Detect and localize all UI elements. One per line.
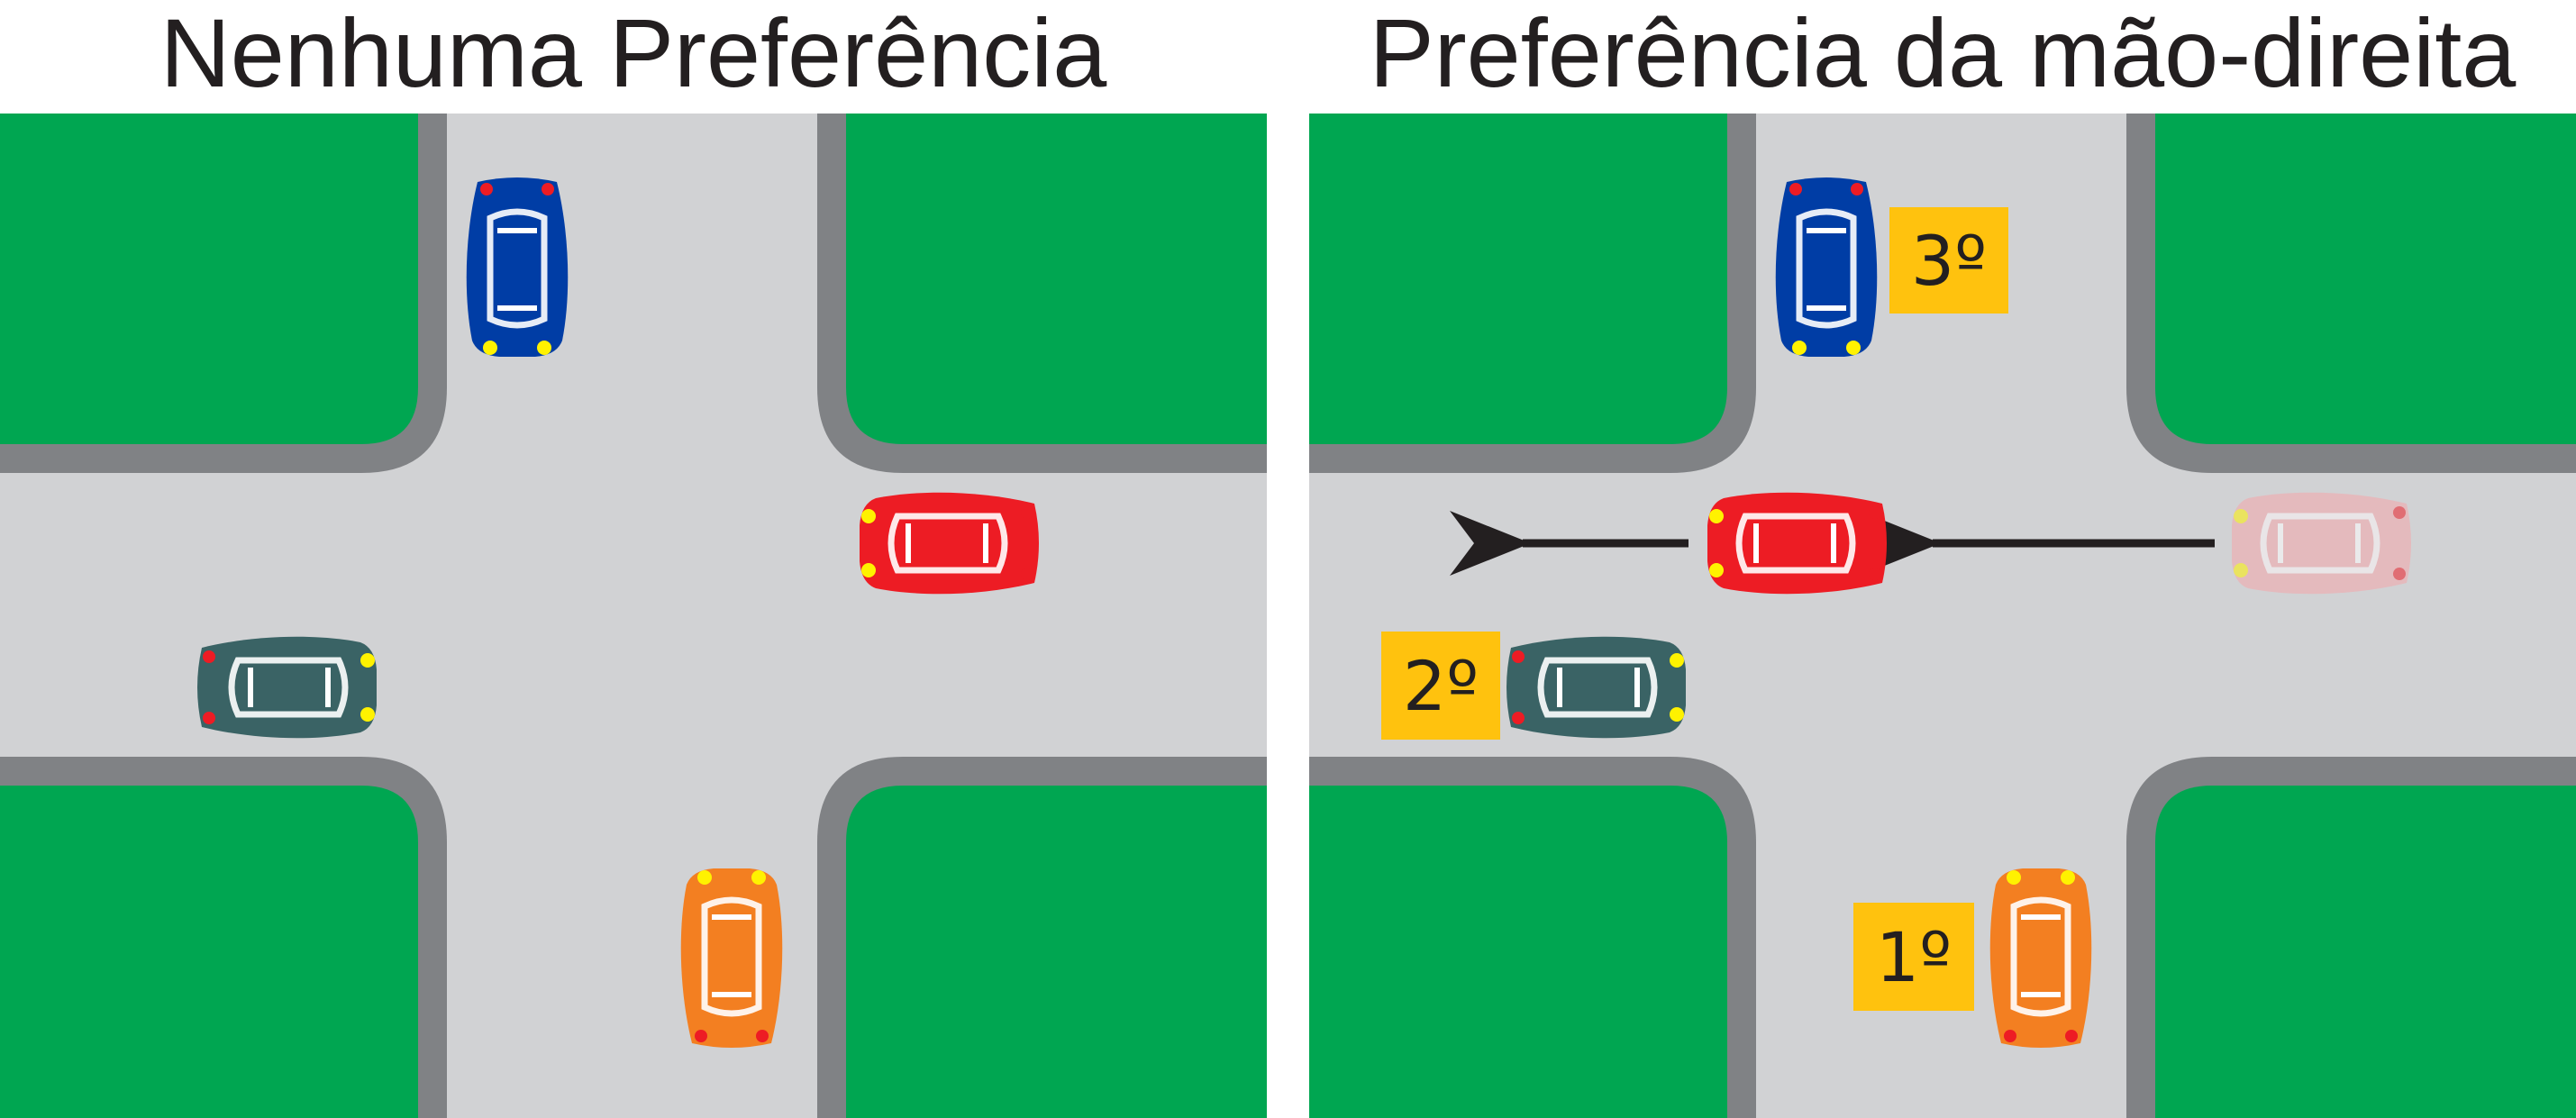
orange-car xyxy=(681,868,783,1048)
teal-car xyxy=(1506,637,1686,739)
order-label-third: 3º xyxy=(1889,207,2008,314)
red-car-ghost xyxy=(2232,493,2411,595)
left-intersection xyxy=(0,114,1267,1118)
red-car xyxy=(1707,493,1887,595)
red-car xyxy=(860,493,1039,595)
right-intersection: 3º 2º 1º xyxy=(1309,114,2576,1118)
order-label-first: 1º xyxy=(1853,903,1974,1011)
order-label-third-text: 3º xyxy=(1911,221,1987,301)
orange-car xyxy=(1990,868,2092,1048)
order-label-second-text: 2º xyxy=(1403,646,1479,726)
grass-block-top-left xyxy=(1309,114,1756,473)
grass-block-bottom-left xyxy=(0,757,447,1118)
order-label-second: 2º xyxy=(1381,632,1500,740)
blue-car xyxy=(1776,177,1878,357)
grass-block-bottom-left xyxy=(1309,757,1756,1118)
blue-car xyxy=(467,177,569,357)
grass-block-top-right xyxy=(817,114,1267,473)
teal-car xyxy=(197,637,377,739)
grass-block-bottom-right xyxy=(2126,757,2576,1118)
right-panel-title: Preferência da mão-direita xyxy=(1369,0,2517,107)
order-label-first-text: 1º xyxy=(1876,917,1952,997)
left-panel-title: Nenhuma Preferência xyxy=(159,0,1107,107)
grass-block-top-right xyxy=(2126,114,2576,473)
grass-block-top-left xyxy=(0,114,447,473)
grass-block-bottom-right xyxy=(817,757,1267,1118)
